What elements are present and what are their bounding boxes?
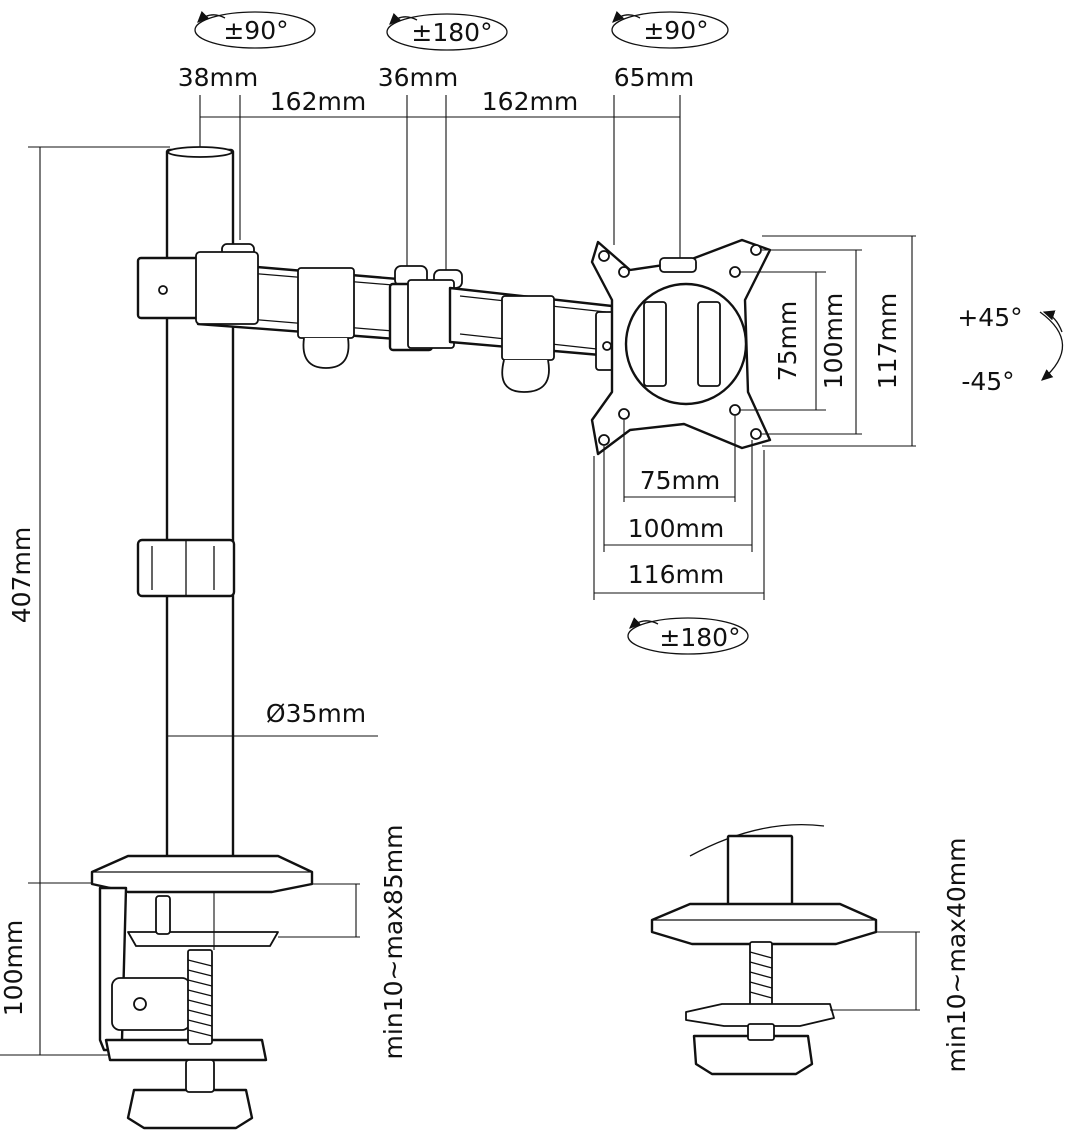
rotation-label-head: ±90° [643,16,708,45]
pole-diameter-dimension: Ø35mm [167,699,378,737]
dim-label-base-height: 100mm [0,920,28,1016]
rotation-indicator-arm-left: ±90° [194,10,316,49]
c-clamp-base [90,854,314,1130]
dim-label-pole-diameter: Ø35mm [266,699,366,728]
tilt-label-up: +45° [957,303,1022,332]
rotation-indicator-arm-middle: ±180° [386,12,508,51]
rotation-label-arm-middle: ±180° [411,18,492,47]
dim-label-vesa-v117: 117mm [873,293,902,389]
rotation-indicator-head: ±90° [611,10,729,49]
dim-label-segment-1: 162mm [270,87,366,116]
arm-segment-2 [448,286,619,393]
dim-label-grommet-range: min10~max40mm [942,838,971,1073]
dim-label-segment-2: 162mm [482,87,578,116]
grommet-dimensions: min10~max40mm [830,838,971,1073]
arm-segment-1 [136,243,412,369]
dim-label-c-clamp-range: min10~max85mm [379,825,408,1060]
vesa-vertical-dimensions: 75mm 100mm 117mm [740,235,916,447]
dim-label-vesa-v75: 75mm [773,301,802,382]
arm-joint [388,265,463,352]
c-clamp-dimensions: 100mm min10~max85mm [0,825,408,1060]
dim-label-head-offset: 65mm [614,63,695,92]
rotation-label-arm-left: ±90° [223,16,288,45]
rotation-indicator-vesa: ±180° [627,617,749,655]
dim-label-pole-offset: 38mm [178,63,259,92]
pole [136,146,236,867]
tilt-label-down: -45° [961,367,1014,396]
dim-label-vesa-v100: 100mm [819,293,848,389]
vesa-horizontal-dimensions: 75mm 100mm 116mm [593,416,765,600]
tilt-indicator: +45° -45° [957,303,1064,396]
dim-label-vesa-h75: 75mm [640,466,721,495]
grommet-clamp [650,823,878,1076]
dim-label-vesa-h100: 100mm [628,514,724,543]
arm-dimensions: 38mm 36mm 65mm 162mm 162mm [178,63,695,275]
pole-height-dimension: 407mm [7,146,170,1055]
dim-label-joint-width: 36mm [378,63,459,92]
vesa-plate [590,238,772,456]
dim-label-vesa-h116: 116mm [628,560,724,589]
rotation-label-vesa: ±180° [659,623,740,652]
dim-label-pole-height: 407mm [7,527,36,623]
